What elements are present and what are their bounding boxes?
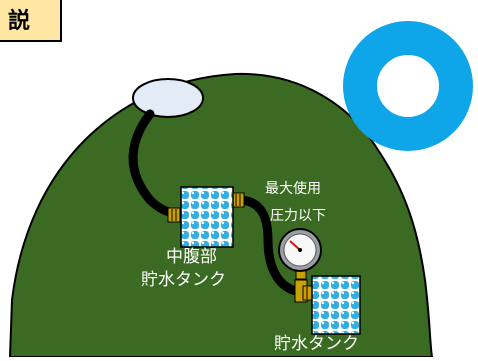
mid-tank-label-line2: 貯水タンク: [141, 270, 226, 290]
mid-tank: [180, 186, 234, 248]
bottom-tank: [311, 275, 361, 335]
header-label-text: 説: [8, 9, 31, 34]
max-pressure-label-line1: 最大使用: [265, 181, 321, 197]
pressure-gauge: [278, 228, 322, 303]
valve-mid-right: [231, 192, 245, 208]
header-label: 説: [0, 0, 62, 42]
summit-pond: [132, 78, 204, 118]
mid-tank-label-line1: 中腹部: [166, 247, 217, 267]
pipe-lower: [233, 195, 310, 297]
valve-mid-left: [167, 207, 181, 223]
max-pressure-label-line2: 圧力以下: [270, 208, 326, 224]
blue-ring: [343, 21, 473, 151]
bottom-tank-label: 貯水タンク: [274, 334, 359, 354]
